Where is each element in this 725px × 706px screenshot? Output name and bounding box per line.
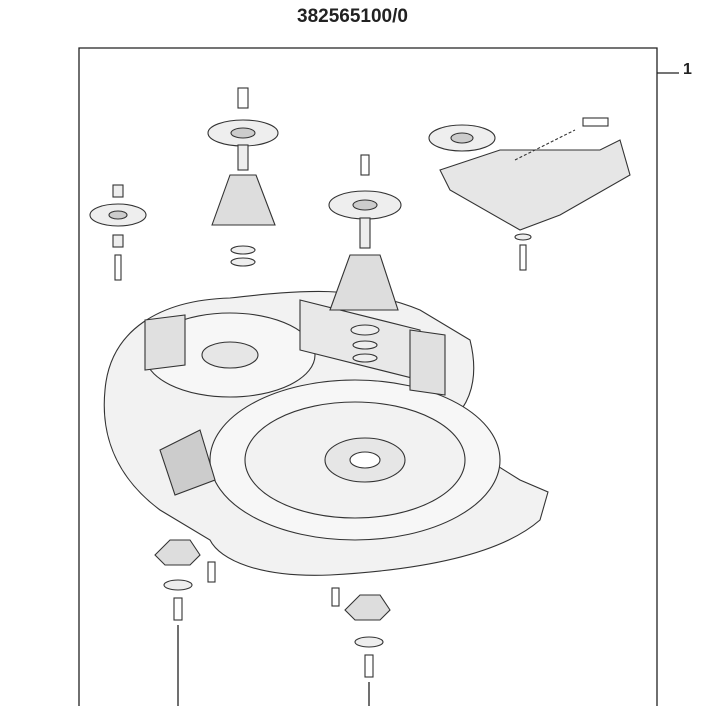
idler-pulley-left [89,184,147,281]
cutting-deck [103,290,549,576]
assembly-frame [78,47,658,706]
spindle-center [328,154,402,363]
deck-wheels [154,539,391,678]
tensioner-assembly [428,117,631,271]
spindle-left-center [207,87,279,267]
diagram-title: 382565100/0 [297,6,408,27]
callout-label-1: 1 [683,61,692,78]
